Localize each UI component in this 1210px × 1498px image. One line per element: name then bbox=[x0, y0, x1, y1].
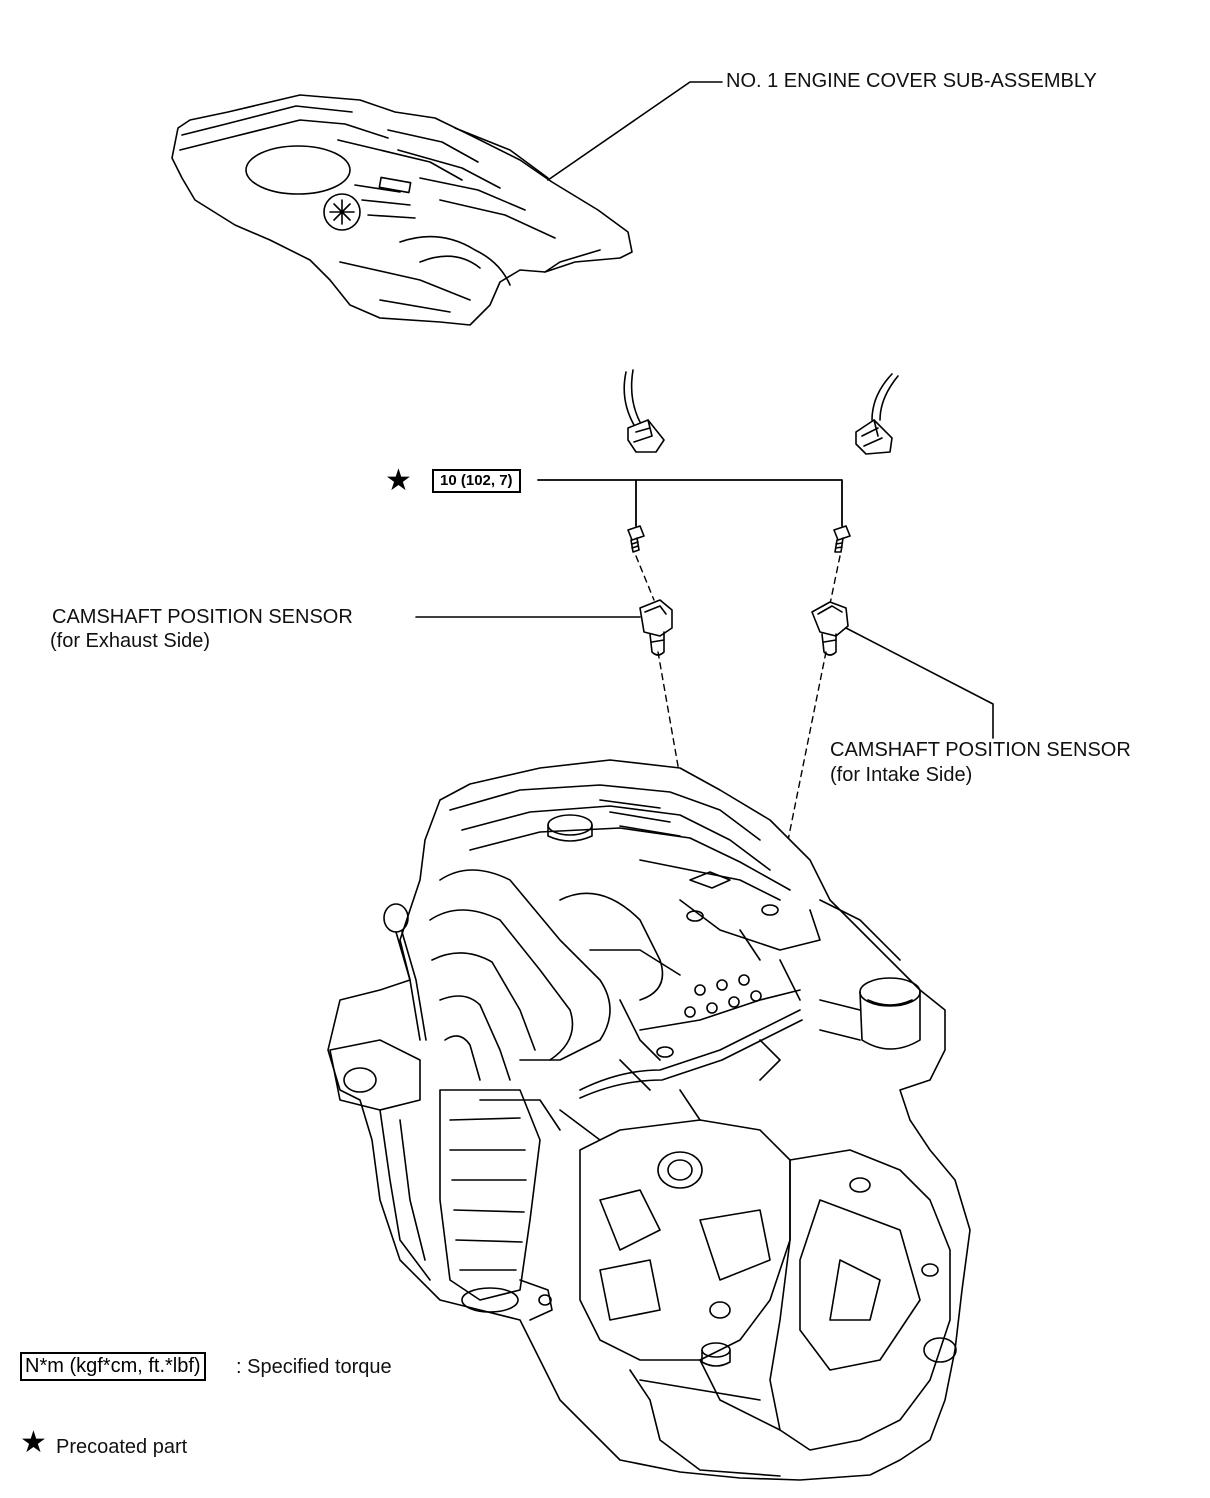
engine-cover-label: NO. 1 ENGINE COVER SUB-ASSEMBLY bbox=[726, 70, 1097, 92]
bolt-icon bbox=[627, 525, 645, 553]
torque-legend-desc: : Specified torque bbox=[236, 1356, 392, 1378]
connector-icon bbox=[623, 369, 665, 453]
exhaust-sensor-label: CAMSHAFT POSITION SENSOR bbox=[52, 606, 353, 628]
torque-legend-unit: N*m (kgf*cm, ft.*lbf) bbox=[20, 1352, 206, 1381]
exhaust-sensor-sublabel: (for Exhaust Side) bbox=[50, 630, 211, 652]
intake-sensor-label: CAMSHAFT POSITION SENSOR bbox=[830, 739, 1131, 761]
connector-icon bbox=[855, 373, 899, 455]
sensor-icon bbox=[639, 599, 673, 656]
engine-cover-icon bbox=[171, 94, 633, 326]
star-icon: ★ bbox=[385, 463, 412, 498]
star-icon: ★ bbox=[20, 1425, 47, 1460]
sensor-icon bbox=[811, 601, 849, 656]
intake-sensor-sublabel: (for Intake Side) bbox=[830, 764, 973, 786]
torque-spec: 10 (102, 7) bbox=[432, 469, 521, 493]
engine-icon bbox=[327, 759, 971, 1481]
bolt-icon bbox=[833, 525, 851, 553]
precoat-legend-desc: Precoated part bbox=[56, 1436, 188, 1458]
